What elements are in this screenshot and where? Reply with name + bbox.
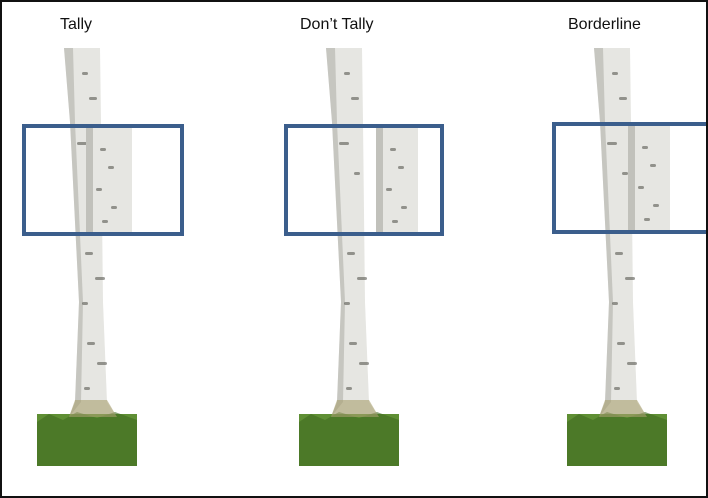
panel-borderline: Borderline: [552, 2, 706, 496]
tree-trunk: [567, 48, 667, 466]
prism-box: [22, 124, 184, 236]
tree-image: [299, 48, 399, 466]
prism-shifted-trunk: [86, 128, 132, 232]
prism-shifted-trunk: [628, 126, 670, 230]
panel-tally: Tally: [22, 2, 252, 496]
panel-label-tally: Tally: [60, 16, 93, 33]
prism-shifted-trunk: [376, 128, 418, 232]
tree-trunk: [37, 48, 137, 466]
tree-trunk: [299, 48, 399, 466]
panel-label-borderline: Borderline: [568, 16, 641, 33]
tree-image: [567, 48, 667, 466]
panel-dont-tally: Don’t Tally: [284, 2, 514, 496]
panel-label-dont-tally: Don’t Tally: [300, 16, 374, 33]
prism-box: [552, 122, 706, 234]
prism-box: [284, 124, 444, 236]
tree-image: [37, 48, 137, 466]
